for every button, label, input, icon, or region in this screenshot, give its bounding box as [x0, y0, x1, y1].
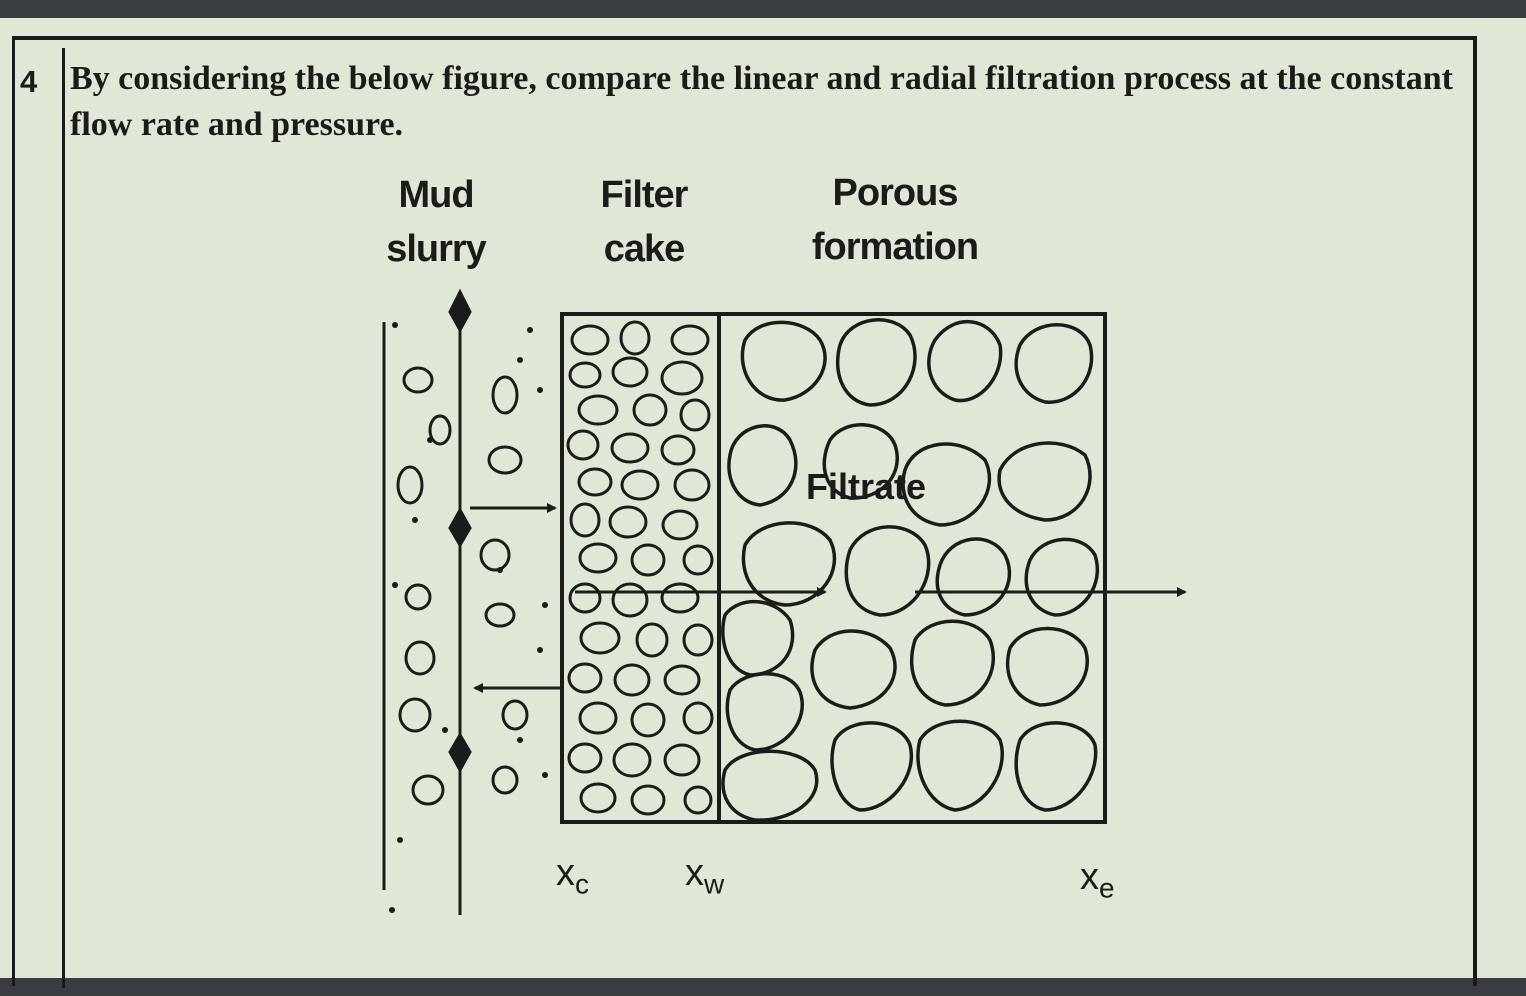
question-number: 4 [20, 64, 38, 99]
question-table [12, 36, 1477, 986]
question-text: By considering the below figure, compare… [70, 60, 1453, 143]
document-page: 4 By considering the below figure, compa… [0, 18, 1526, 988]
label-porous: Porous [832, 172, 959, 214]
porous-formation-zone [717, 312, 1107, 824]
label-formation: formation [811, 226, 979, 268]
mud-slurry-zone [382, 288, 529, 915]
filter-cake-zone [560, 312, 721, 824]
label-mud: Mud [398, 174, 474, 216]
table-column-divider [62, 48, 65, 988]
label-cake: cake [603, 228, 686, 270]
label-slurry: slurry [386, 228, 487, 270]
label-filter: Filter [600, 174, 689, 216]
upflow-arrow-top [448, 288, 472, 334]
upflow-arrow-middle [448, 506, 472, 548]
label-filtrate: Filtrate [806, 466, 927, 507]
mud-particle-dots [389, 322, 548, 913]
upflow-arrow-bottom [448, 732, 472, 774]
symbol-xc: xc [556, 852, 589, 900]
symbol-xw: xw [685, 852, 725, 900]
symbol-xe: xe [1080, 856, 1115, 904]
table-top-border [12, 36, 1477, 40]
